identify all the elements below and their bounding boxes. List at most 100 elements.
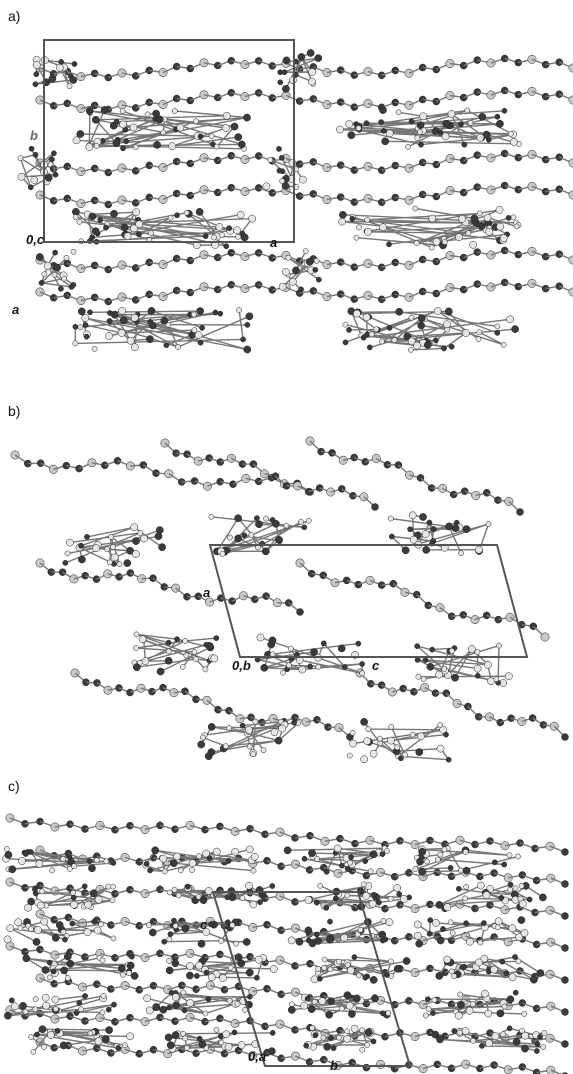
atom xyxy=(349,729,356,736)
atom xyxy=(297,53,306,61)
atom xyxy=(421,530,430,539)
atom xyxy=(81,314,90,322)
atom xyxy=(451,673,459,682)
atom xyxy=(295,937,304,946)
atom xyxy=(345,1001,354,1010)
bond xyxy=(100,219,140,225)
atom xyxy=(408,511,417,520)
bond xyxy=(466,922,495,927)
atom xyxy=(348,854,354,861)
atom xyxy=(24,903,32,912)
atom xyxy=(147,867,153,874)
atom xyxy=(418,847,427,856)
atom xyxy=(415,939,424,948)
atom xyxy=(388,533,395,540)
bond xyxy=(80,526,135,547)
atom xyxy=(39,888,45,895)
bond xyxy=(415,851,466,870)
atom xyxy=(369,850,378,859)
atom xyxy=(379,937,386,944)
bond xyxy=(70,957,100,965)
atom xyxy=(386,241,392,248)
atom xyxy=(28,1034,35,1040)
atom xyxy=(8,865,17,874)
atom xyxy=(193,456,203,466)
atom xyxy=(407,526,413,533)
atom xyxy=(117,964,126,973)
atom xyxy=(461,1027,470,1035)
atom xyxy=(323,1042,332,1051)
atom xyxy=(153,141,161,149)
atom xyxy=(477,210,483,217)
atom xyxy=(201,825,209,834)
atom xyxy=(371,891,377,898)
atom xyxy=(298,665,307,674)
atom xyxy=(234,534,243,543)
atom xyxy=(498,894,505,901)
atom xyxy=(405,869,413,877)
atom xyxy=(470,1037,477,1044)
atom xyxy=(422,546,431,554)
atom xyxy=(83,928,92,937)
atom xyxy=(91,227,100,236)
atom xyxy=(449,647,455,654)
atom xyxy=(395,109,402,116)
bond xyxy=(89,310,201,313)
atom xyxy=(422,1012,429,1019)
atom xyxy=(369,749,378,758)
atom xyxy=(192,985,200,993)
atom xyxy=(412,866,419,872)
atom xyxy=(164,1033,173,1042)
atom xyxy=(203,641,210,648)
atom xyxy=(494,924,501,931)
atom xyxy=(97,217,104,223)
bond xyxy=(216,523,277,553)
bond xyxy=(121,329,195,334)
atom xyxy=(208,921,214,928)
atom xyxy=(431,997,438,1003)
atom xyxy=(474,221,481,228)
atom xyxy=(451,524,460,533)
atom xyxy=(203,969,210,976)
atom xyxy=(561,944,569,952)
bond xyxy=(145,865,165,873)
atom xyxy=(494,113,501,120)
atom xyxy=(518,883,525,889)
atom xyxy=(287,936,296,945)
atom xyxy=(568,287,573,297)
atom xyxy=(111,1001,117,1008)
atom xyxy=(277,79,284,86)
atom xyxy=(130,224,138,233)
atom xyxy=(363,120,370,127)
atom xyxy=(179,663,186,670)
atom xyxy=(360,718,368,726)
atom xyxy=(482,130,491,139)
atom xyxy=(507,130,514,137)
atom xyxy=(385,129,394,138)
atom xyxy=(409,731,416,738)
atom xyxy=(300,1001,309,1010)
atom xyxy=(69,574,79,584)
atom xyxy=(380,918,387,924)
atom xyxy=(417,321,426,330)
atom xyxy=(183,209,190,216)
bond xyxy=(45,969,130,972)
atom xyxy=(205,996,212,1002)
atom xyxy=(184,883,191,890)
atom xyxy=(126,336,135,345)
atom xyxy=(113,457,122,465)
atom xyxy=(185,1012,195,1022)
atom xyxy=(175,892,182,899)
atom xyxy=(379,1010,386,1017)
atom xyxy=(186,999,195,1007)
bond xyxy=(27,851,71,870)
atom xyxy=(403,332,412,341)
atom xyxy=(223,243,230,250)
bond xyxy=(325,894,348,909)
atom xyxy=(197,339,204,346)
bond xyxy=(485,892,515,896)
atom xyxy=(6,924,15,933)
atom xyxy=(262,592,270,600)
atom xyxy=(126,546,134,555)
atom xyxy=(218,1039,225,1046)
